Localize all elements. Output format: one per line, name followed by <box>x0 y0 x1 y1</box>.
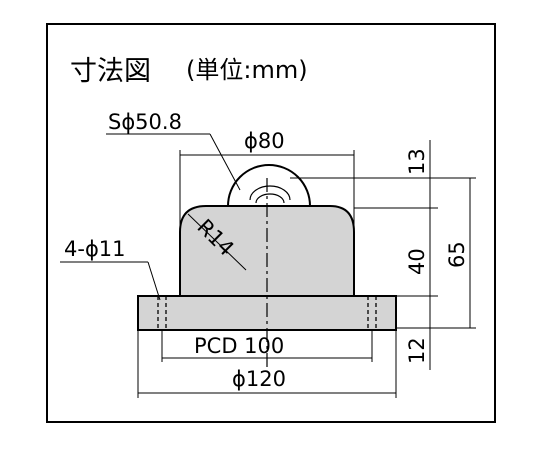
dim-h-flange: 12 <box>405 337 429 364</box>
dim-pcd: PCD 100 <box>194 334 284 358</box>
leader-holes-d <box>147 261 161 301</box>
leader-radius <box>187 213 247 271</box>
ball-highlight-1 <box>249 185 291 201</box>
leader-sphere-d <box>209 133 241 191</box>
dim-sphere: Sϕ50.8 <box>108 110 182 134</box>
dim-holes: 4-ϕ11 <box>64 237 126 261</box>
ball-highlight-2 <box>255 193 285 204</box>
dim-base-dia: ϕ120 <box>232 367 286 391</box>
dim-h-body: 40 <box>405 248 429 275</box>
drawing-title: 寸法図 <box>70 56 151 87</box>
unit-note: (単位:mm) <box>186 56 308 84</box>
dim-top-dia: ϕ80 <box>244 129 285 153</box>
dim-h-total: 65 <box>445 241 469 268</box>
dim-h-sphere: 13 <box>405 148 429 175</box>
